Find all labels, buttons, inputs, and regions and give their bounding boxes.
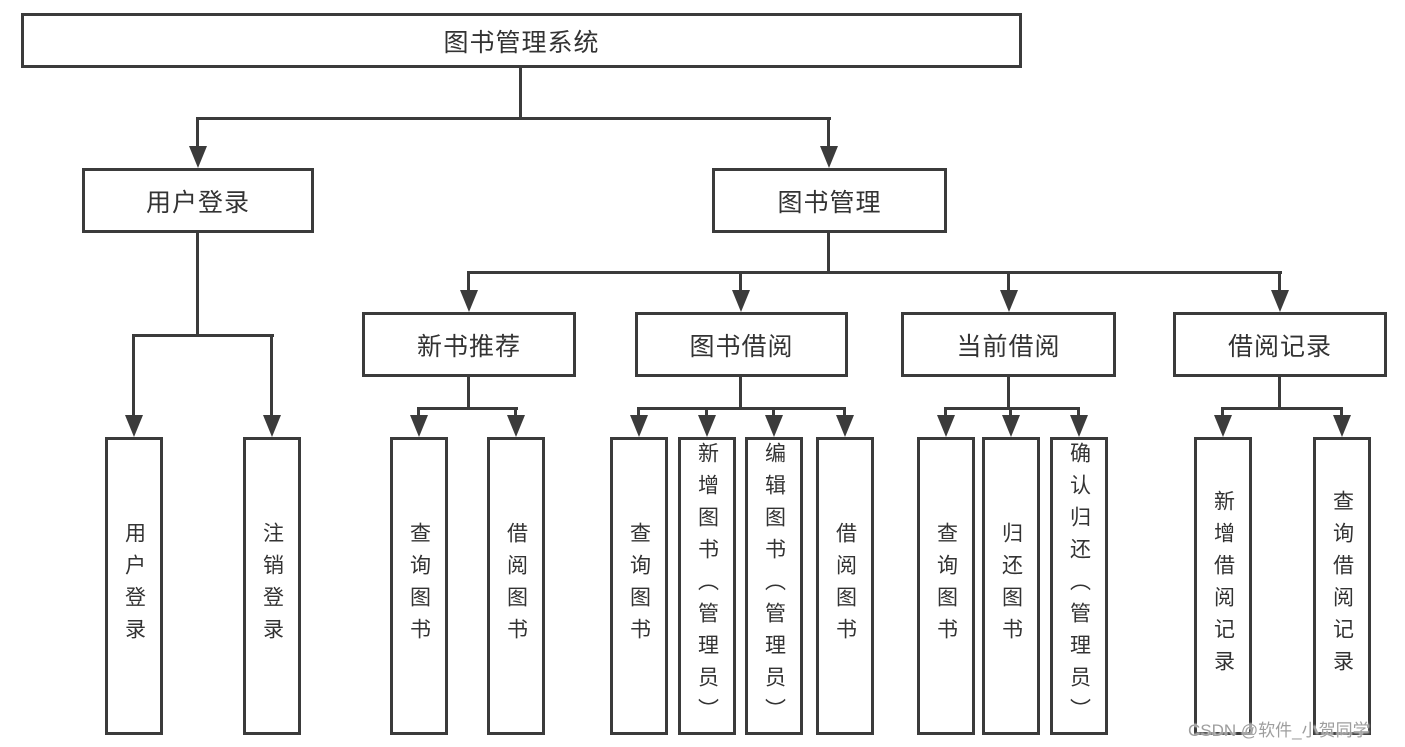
connector-line [467, 271, 470, 294]
arrowhead-down-icon [1214, 415, 1232, 437]
leaf-query-borrow-record: 查询借阅记录 [1313, 437, 1371, 735]
leaf-return-books: 归还图书 [982, 437, 1040, 735]
arrowhead-down-icon [410, 415, 428, 437]
connector-line [1278, 377, 1281, 410]
connector-line [196, 233, 199, 336]
node-library-management-system: 图书管理系统 [21, 13, 1022, 68]
connector-line [637, 407, 846, 410]
connector-line [637, 407, 640, 417]
arrowhead-down-icon [820, 146, 838, 168]
connector-line [1007, 271, 1010, 294]
leaf-user-login: 用户登录 [105, 437, 163, 735]
arrowhead-down-icon [460, 290, 478, 312]
leaf-edit-books-admin: 编辑图书（管理员） [745, 437, 803, 735]
connector-line [739, 271, 742, 294]
connector-line [1077, 407, 1080, 417]
connector-line [827, 117, 830, 148]
leaf-borrow-books-2: 借阅图书 [816, 437, 874, 735]
arrowhead-down-icon [1271, 290, 1289, 312]
connector-line [944, 407, 947, 417]
connector-line [132, 334, 135, 416]
node-user-login: 用户登录 [82, 168, 314, 233]
leaf-borrow-books-1: 借阅图书 [487, 437, 545, 735]
connector-line [1007, 377, 1010, 410]
connector-line [1221, 407, 1224, 417]
connector-line [467, 377, 470, 410]
connector-line [133, 334, 274, 337]
connector-line [468, 271, 1282, 274]
arrowhead-down-icon [263, 415, 281, 437]
csdn-watermark: CSDN @软件_小贺同学 [1188, 721, 1370, 740]
arrowhead-down-icon [630, 415, 648, 437]
arrowhead-down-icon [937, 415, 955, 437]
arrowhead-down-icon [698, 415, 716, 437]
leaf-logout: 注销登录 [243, 437, 301, 735]
arrowhead-down-icon [189, 146, 207, 168]
leaf-query-books-2: 查询图书 [610, 437, 668, 735]
node-new-book-recommendation: 新书推荐 [362, 312, 576, 377]
connector-line [514, 407, 517, 417]
leaf-add-borrow-record: 新增借阅记录 [1194, 437, 1252, 735]
leaf-confirm-return-admin: 确认归还（管理员） [1050, 437, 1108, 735]
connector-line [417, 407, 420, 417]
node-book-management: 图书管理 [712, 168, 947, 233]
connector-line [772, 407, 775, 417]
connector-line [519, 68, 522, 119]
arrowhead-down-icon [765, 415, 783, 437]
connector-line [1278, 271, 1281, 294]
leaf-query-books-1: 查询图书 [390, 437, 448, 735]
connector-line [705, 407, 708, 417]
node-book-borrowing: 图书借阅 [635, 312, 848, 377]
connector-line [270, 334, 273, 416]
connector-line [843, 407, 846, 417]
connector-line [196, 117, 199, 148]
arrowhead-down-icon [1002, 415, 1020, 437]
leaf-query-books-3: 查询图书 [917, 437, 975, 735]
connector-line [418, 407, 518, 410]
connector-line [739, 377, 742, 410]
connector-line [827, 233, 830, 274]
leaf-add-books-admin: 新增图书（管理员） [678, 437, 736, 735]
arrowhead-down-icon [1333, 415, 1351, 437]
arrowhead-down-icon [507, 415, 525, 437]
connector-line [1222, 407, 1343, 410]
arrowhead-down-icon [1070, 415, 1088, 437]
connector-line [1009, 407, 1012, 417]
arrowhead-down-icon [125, 415, 143, 437]
connector-line [1340, 407, 1343, 417]
node-current-borrowing: 当前借阅 [901, 312, 1116, 377]
connector-line [944, 407, 1080, 410]
arrowhead-down-icon [1000, 290, 1018, 312]
connector-line [197, 117, 831, 120]
arrowhead-down-icon [836, 415, 854, 437]
node-borrowing-records: 借阅记录 [1173, 312, 1387, 377]
arrowhead-down-icon [732, 290, 750, 312]
